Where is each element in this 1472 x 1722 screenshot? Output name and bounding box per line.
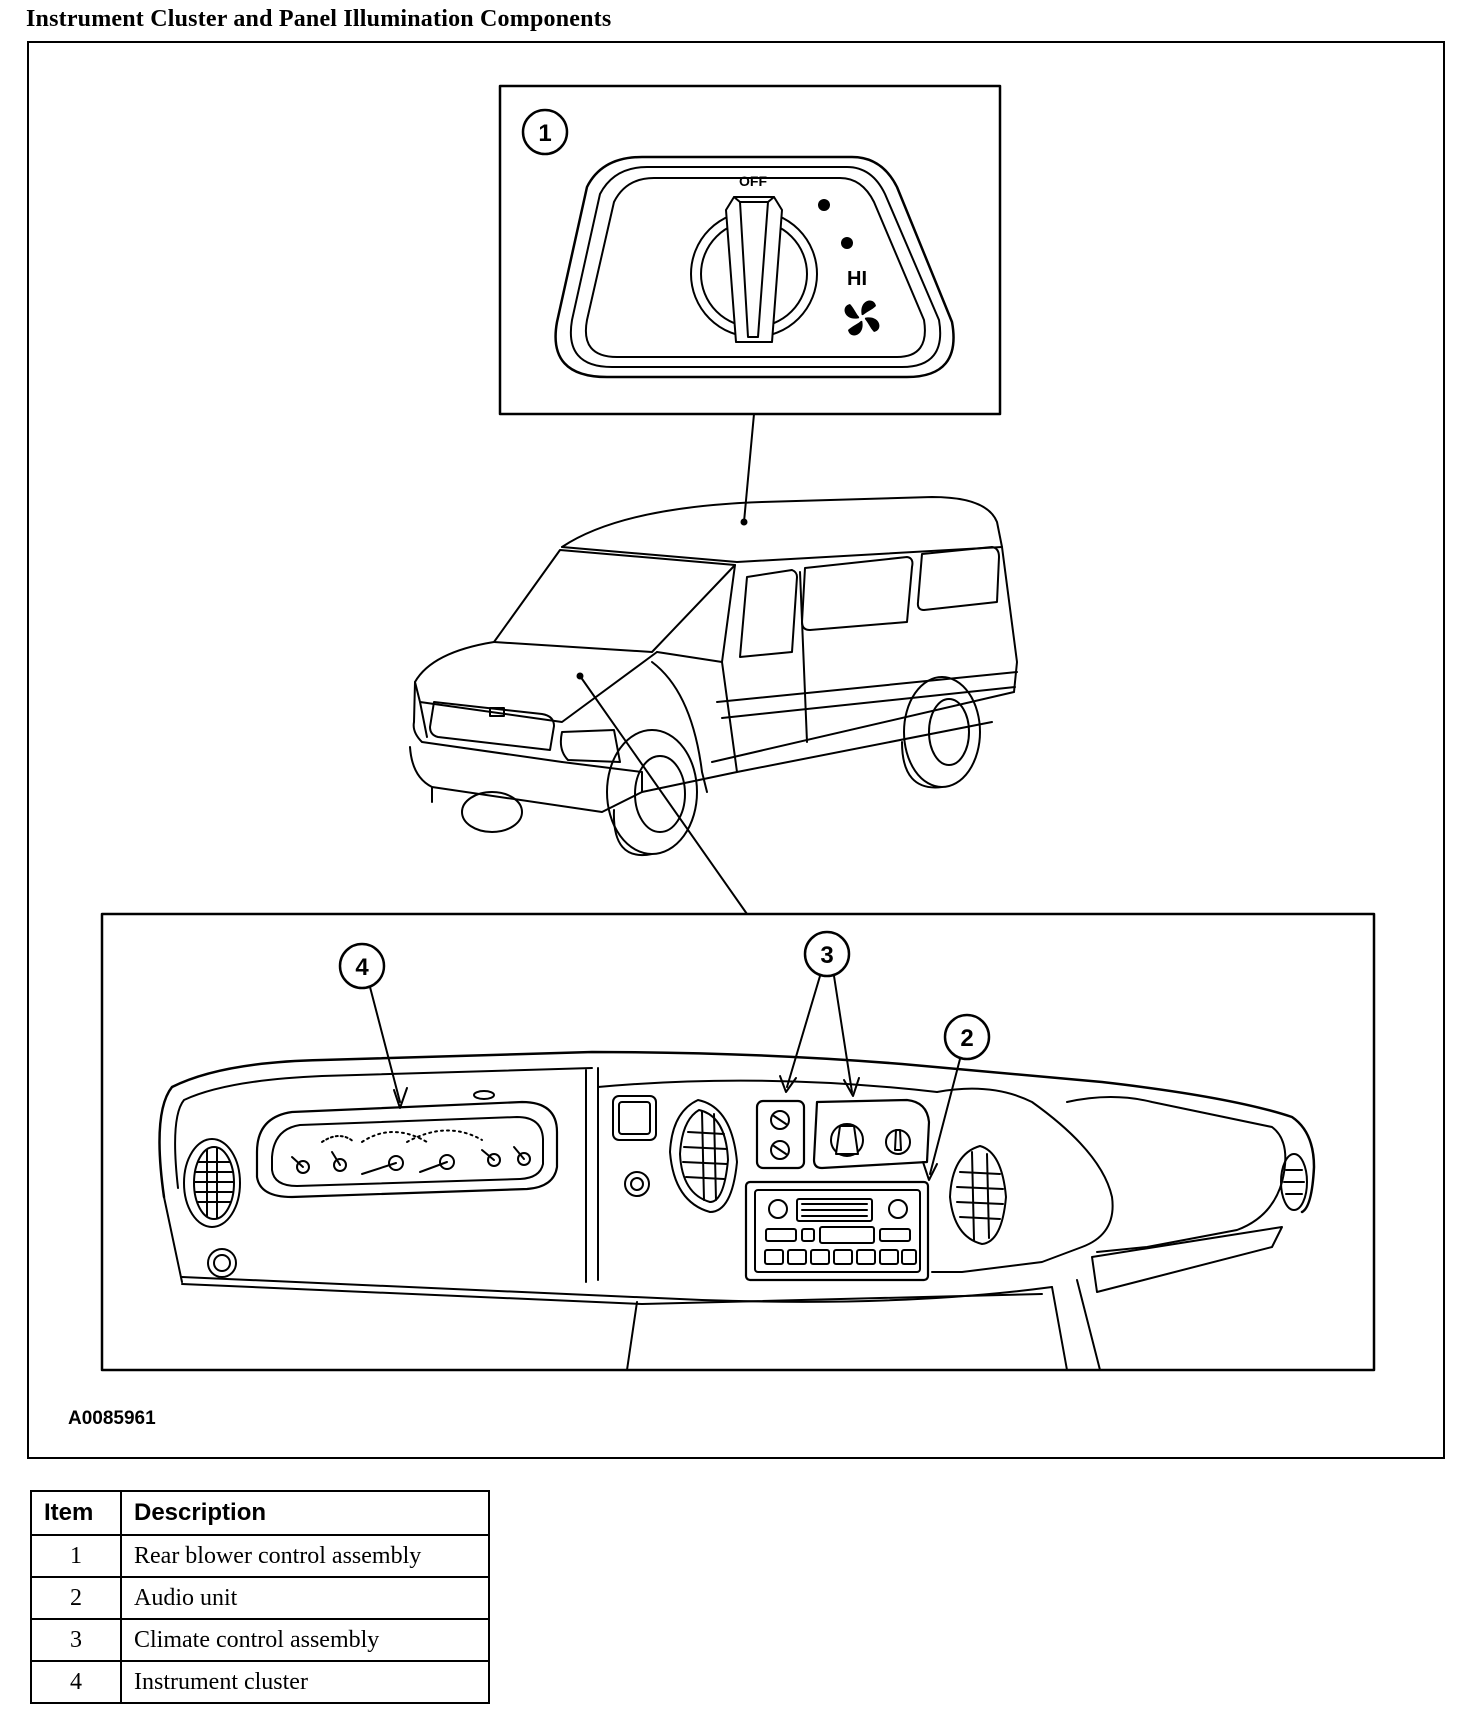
legend-row: 2 Audio unit [30, 1576, 490, 1620]
van-illustration [409, 496, 1018, 915]
headlamp-knob-icon [207, 1248, 237, 1278]
description-header: Description [120, 1490, 490, 1536]
svg-text:2: 2 [960, 1025, 973, 1052]
svg-text:1: 1 [538, 120, 551, 147]
legend-row: 4 Instrument cluster [30, 1660, 490, 1704]
speed-dot-1 [818, 199, 830, 211]
legend-header-row: Item Description [30, 1490, 490, 1536]
far-right-vent-icon [1280, 1153, 1308, 1211]
instrument-cluster-illustration [255, 1090, 559, 1199]
page-title: Instrument Cluster and Panel Illuminatio… [26, 6, 612, 32]
blower-knob [690, 196, 818, 343]
off-label: OFF [739, 173, 767, 189]
legend-item-description: Instrument cluster [120, 1660, 490, 1704]
legend-item-number: 4 [30, 1660, 122, 1704]
climate-control-illustration [755, 1098, 931, 1170]
callout-3: 3 [779, 930, 860, 1097]
dashboard-detail: 4 3 2 [100, 912, 1376, 1372]
hi-label: HI [847, 268, 867, 290]
callout-4: 4 [338, 942, 408, 1109]
legend-item-number: 1 [30, 1534, 122, 1578]
legend-row: 3 Climate control assembly [30, 1618, 490, 1662]
fan-icon [844, 300, 880, 336]
figure-id: A0085961 [68, 1408, 156, 1429]
svg-text:3: 3 [820, 942, 833, 969]
legend-item-description: Rear blower control assembly [120, 1534, 490, 1578]
callout-1: 1 [521, 108, 569, 156]
left-vent-icon [183, 1138, 241, 1228]
legend-item-number: 2 [30, 1576, 122, 1620]
legend-item-description: Climate control assembly [120, 1618, 490, 1662]
legend-table: Item Description 1 Rear blower control a… [30, 1490, 490, 1704]
legend-row: 1 Rear blower control assembly [30, 1534, 490, 1578]
blower-control-detail: 1 OFF HI [498, 84, 1002, 526]
audio-unit-illustration [744, 1180, 930, 1282]
component-location-illustration: 1 OFF HI [100, 84, 1376, 1372]
legend-item-description: Audio unit [120, 1576, 490, 1620]
item-header: Item [30, 1490, 122, 1536]
legend-item-number: 3 [30, 1618, 122, 1662]
figure-frame: 1 OFF HI [27, 41, 1445, 1459]
right-vent-icon [949, 1145, 1007, 1245]
speed-dot-2 [841, 237, 853, 249]
center-vent-icon [669, 1099, 738, 1213]
callout-2: 2 [922, 1013, 991, 1181]
svg-text:4: 4 [355, 954, 369, 981]
